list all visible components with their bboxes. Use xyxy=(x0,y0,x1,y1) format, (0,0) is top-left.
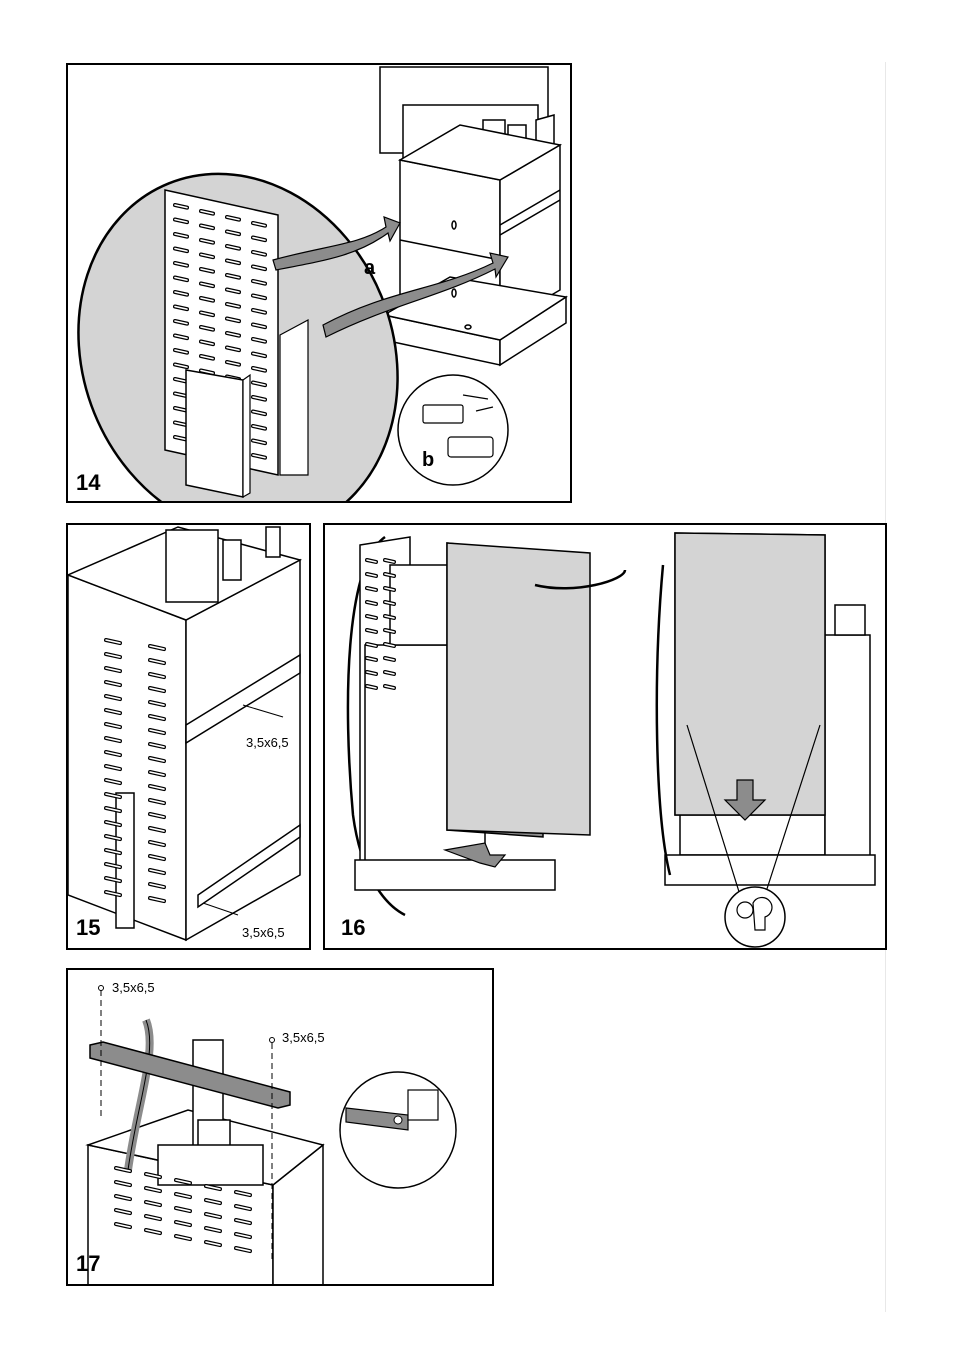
callout-a: a xyxy=(364,257,375,280)
figure-number-14: 14 xyxy=(76,470,100,496)
screw-label-upper: 3,5x6,5 xyxy=(246,735,289,750)
figure-17-panel: 3,5x6,5 3,5x6,5 17 xyxy=(66,968,494,1286)
cabinet-body xyxy=(384,125,566,365)
figure-17-illustration xyxy=(68,970,494,1286)
screw-label-right: 3,5x6,5 xyxy=(282,1030,325,1045)
zoom-circle-b xyxy=(398,375,508,485)
figure-14-panel: a b 14 xyxy=(66,63,572,503)
figure-14-illustration xyxy=(68,65,572,503)
figure-15-panel: 3,5x6,5 3,5x6,5 15 xyxy=(66,523,311,950)
figure-number-16: 16 xyxy=(341,915,365,941)
callout-b: b xyxy=(422,449,434,472)
detail-circle xyxy=(340,1072,456,1188)
figure-number-15: 15 xyxy=(76,915,100,941)
figure-16-panel: 16 xyxy=(323,523,887,950)
screw-label-left: 3,5x6,5 xyxy=(112,980,155,995)
connector-housing xyxy=(186,370,243,497)
bracket-bar xyxy=(90,1042,290,1108)
figure-number-17: 17 xyxy=(76,1251,100,1277)
screw-label-lower: 3,5x6,5 xyxy=(242,925,285,940)
figure-16-illustration xyxy=(325,525,887,950)
